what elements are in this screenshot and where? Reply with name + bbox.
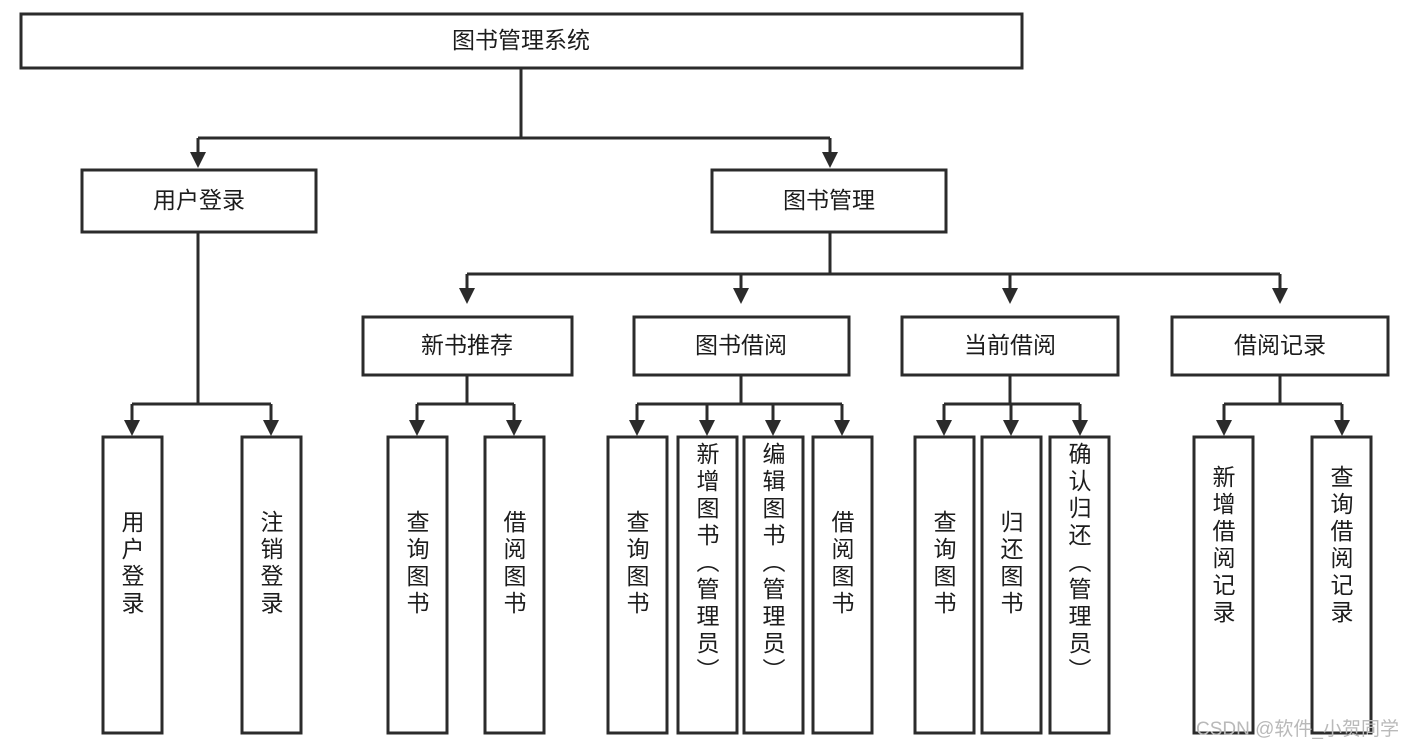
node-book-management-label: 图书管理 — [783, 187, 875, 213]
node-current-borrow[interactable]: 当前借阅 — [900, 315, 1120, 377]
node-leaf-borrow-book-2-label: 借阅图书 — [832, 509, 855, 616]
node-root-system-label: 图书管理系统 — [452, 27, 590, 53]
node-leaf-query-record[interactable]: 查询借阅记录 — [1310, 435, 1373, 735]
node-leaf-query-book-1[interactable]: 查询图书 — [386, 435, 449, 735]
connector-book-borrow-to-leaves — [629, 375, 850, 436]
node-book-borrow-label: 图书借阅 — [695, 332, 787, 358]
connector-root-to-level2 — [190, 68, 838, 168]
node-borrow-record-label: 借阅记录 — [1234, 332, 1326, 358]
node-leaf-query-book-1-label: 查询图书 — [407, 509, 430, 616]
node-root-system[interactable]: 图书管理系统 — [19, 12, 1024, 70]
node-new-book-recommend-label: 新书推荐 — [421, 332, 513, 358]
node-leaf-query-book-2[interactable]: 查询图书 — [606, 435, 669, 735]
node-borrow-record[interactable]: 借阅记录 — [1170, 315, 1390, 377]
node-leaf-edit-book-label: 编辑图书︵管理员︶ — [763, 441, 786, 683]
node-book-borrow[interactable]: 图书借阅 — [632, 315, 851, 377]
node-leaf-return-book-label: 归还图书 — [1001, 509, 1024, 616]
connector-book-management-to-level3 — [459, 232, 1288, 304]
connector-borrow-record-to-leaves — [1216, 375, 1350, 436]
node-leaf-query-book-3[interactable]: 查询图书 — [913, 435, 976, 735]
node-leaf-add-book[interactable]: 新增图书︵管理员︶ — [676, 435, 739, 735]
node-leaf-add-book-label: 新增图书︵管理员︶ — [697, 441, 720, 683]
node-user-login[interactable]: 用户登录 — [80, 168, 318, 234]
node-leaf-confirm-return[interactable]: 确认归还︵管理员︶ — [1048, 435, 1111, 735]
node-current-borrow-label: 当前借阅 — [964, 332, 1056, 358]
connector-current-borrow-to-leaves — [936, 375, 1088, 436]
node-leaf-add-record-label: 新增借阅记录 — [1213, 464, 1236, 625]
node-leaf-borrow-book-1[interactable]: 借阅图书 — [483, 435, 546, 735]
node-leaf-user-login[interactable]: 用户登录 — [101, 435, 164, 735]
node-leaf-logout-login-label: 注销登录 — [261, 509, 284, 616]
node-leaf-query-record-label: 查询借阅记录 — [1331, 464, 1354, 625]
connector-user-login-to-leaves — [124, 232, 279, 436]
node-leaf-edit-book[interactable]: 编辑图书︵管理员︶ — [742, 435, 805, 735]
csdn-watermark: CSDN @软件_小贺同学 — [1196, 718, 1399, 740]
node-leaf-return-book[interactable]: 归还图书 — [980, 435, 1043, 735]
node-leaf-add-record[interactable]: 新增借阅记录 — [1192, 435, 1255, 735]
node-new-book-recommend[interactable]: 新书推荐 — [361, 315, 574, 377]
node-leaf-query-book-2-label: 查询图书 — [627, 509, 650, 616]
node-user-login-label: 用户登录 — [153, 187, 245, 213]
node-book-management[interactable]: 图书管理 — [710, 168, 948, 234]
connector-new-book-recommend-to-leaves — [409, 375, 522, 436]
node-leaf-borrow-book-2[interactable]: 借阅图书 — [811, 435, 874, 735]
node-leaf-logout-login[interactable]: 注销登录 — [240, 435, 303, 735]
node-leaf-confirm-return-label: 确认归还︵管理员︶ — [1069, 441, 1092, 683]
node-leaf-borrow-book-1-label: 借阅图书 — [504, 509, 527, 616]
node-leaf-query-book-3-label: 查询图书 — [934, 509, 957, 616]
node-leaf-user-login-label: 用户登录 — [122, 509, 145, 616]
